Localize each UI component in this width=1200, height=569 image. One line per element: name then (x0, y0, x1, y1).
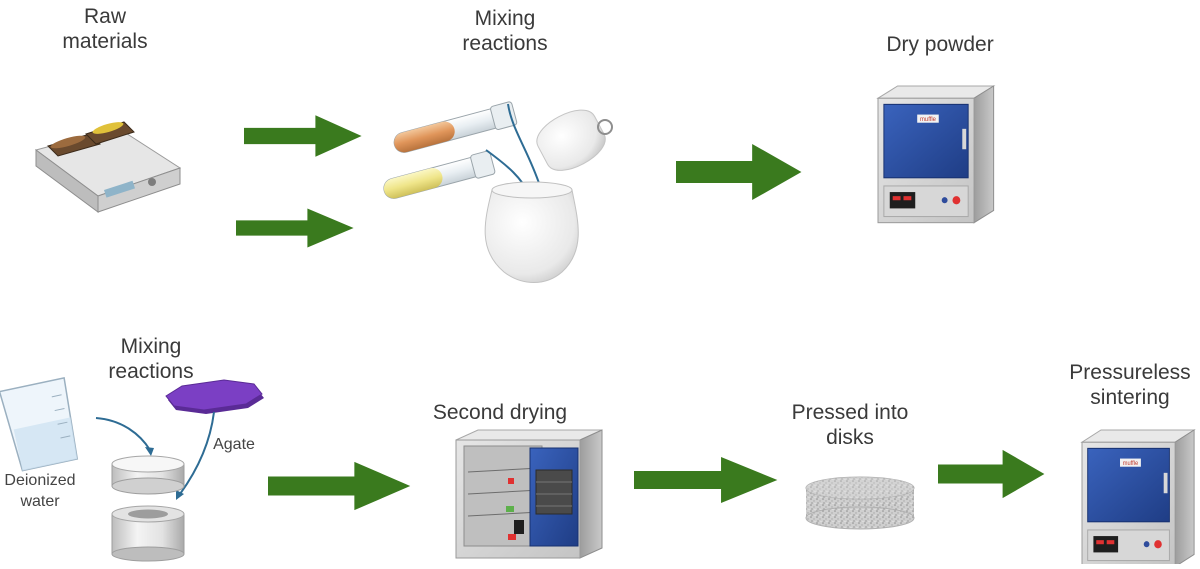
label-deionized-water: Deionized water (4, 472, 76, 510)
drying-oven-icon (455, 429, 603, 559)
process-arrow-icon (938, 449, 1045, 499)
process-arrow-icon (244, 115, 362, 157)
label-mixing-reactions-bottom: Mixing reactions (108, 335, 194, 383)
ball-mill-jar-icon (484, 109, 613, 283)
drying-oven-icon (1081, 429, 1195, 568)
process-arrow-icon (268, 461, 411, 511)
drying-oven-icon (877, 85, 995, 224)
pressed-disk-icon (805, 476, 915, 530)
agate-plate-icon (165, 379, 264, 414)
mold-cylinder-icon (111, 455, 185, 562)
label-agate: Agate (213, 436, 255, 453)
label-dry-powder: Dry powder (886, 33, 994, 56)
label-pressureless-sintering: Pressureless sintering (1069, 361, 1191, 409)
beaker-icon (0, 376, 79, 472)
test-tube-icon (383, 101, 518, 199)
process-arrow-icon (236, 208, 354, 248)
magnetic-stirrer-icon (34, 121, 182, 213)
label-pressed-into-disks: Pressed into disks (791, 401, 909, 449)
label-mixing-reactions-top: Mixing reactions (462, 7, 548, 55)
label-second-drying: Second drying (432, 401, 568, 424)
process-arrow-icon (634, 457, 778, 503)
process-arrow-icon (676, 143, 802, 201)
label-raw-materials: Raw materials (62, 5, 148, 53)
